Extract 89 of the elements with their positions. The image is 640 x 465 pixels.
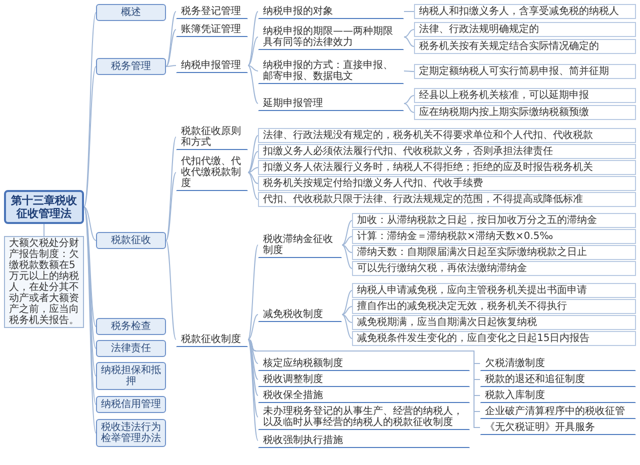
- branch-line: [248, 151, 258, 173]
- subtopic-label: 税收调整制度: [258, 372, 470, 387]
- branch-line: [404, 36, 414, 47]
- branch-line: [248, 135, 258, 173]
- note-box: 法律、行政法规明确规定的: [414, 22, 636, 37]
- main-topic: 税收违法行为检举管理办法: [96, 419, 166, 447]
- subtopic-label: 企业破产清算程序中的税收征管: [480, 404, 636, 419]
- note-box: 定期定额纳税人可实行简易申报、简并征期: [414, 64, 636, 79]
- branch-line: [342, 290, 352, 315]
- note-box: 大额欠税处分财产报告制度：欠缴税款数额在5万元以上的纳税人，在处分其不动产或者大额资产之前，应当向税务机关报告。: [4, 236, 84, 328]
- branch-line: [248, 11, 258, 66]
- note-box: 减免税条件发生变化的，应自变化之日起15日内报告: [352, 331, 636, 346]
- branch-line: [248, 65, 258, 104]
- branch-line: [166, 240, 176, 340]
- subtopic-label: 延期申报管理: [258, 96, 404, 111]
- branch-line: [248, 65, 258, 72]
- branch-line: [166, 172, 176, 241]
- branch-line: [404, 70, 414, 72]
- note-box: 代扣、代收税款只限于法律、行政法规规定的范围，不得提高或降低标准: [258, 192, 636, 207]
- note-box: 扣缴义务人必须依法履行代扣、代收税款义务，否则承担法律责任: [258, 144, 636, 159]
- branch-line: [248, 167, 258, 173]
- branch-line: [248, 339, 258, 364]
- note-box: 法律、行政法规没有规定的，税务机关不得要求单位和个人代扣、代收税款: [258, 128, 636, 143]
- subtopic-label: 纳税申报的期限——两种期限具有同等的法律效力: [258, 24, 404, 50]
- subtopic-label: 账簿凭证管理: [176, 22, 248, 37]
- subtopic-label: 税款征收原则和方式: [176, 124, 248, 150]
- note-box: 滞纳天数：自期限届满次日起至实际缴纳税款之日止: [352, 245, 636, 260]
- branch-line: [342, 314, 352, 323]
- branch-line: [248, 244, 258, 340]
- branch-line: [84, 206, 96, 241]
- note-box: 扣缴义务人依法履行义务时，纳税人不得拒绝；拒绝的应及时报告税务机关: [258, 160, 636, 175]
- note-box: 加收：从滞纳税款之日起，按日加收万分之五的滞纳金: [352, 213, 636, 228]
- subtopic-label: 减免税收制度: [258, 307, 342, 322]
- branch-line: [84, 206, 96, 327]
- main-topic: 税务检查: [96, 318, 166, 335]
- branch-line: [342, 314, 352, 339]
- branch-line: [248, 172, 258, 200]
- note-box: 纳税人和扣缴义务人，含享受减免税的纳税人: [414, 4, 636, 19]
- note-box: 纳税人申请减免税，应向主管税务机关提出书面申请: [352, 283, 636, 298]
- subtopic-label: 代扣代缴、代收代缴税款制度: [176, 154, 248, 191]
- subtopic-label: 纳税申报管理: [176, 58, 248, 73]
- main-topic: 纳税信用管理: [96, 396, 166, 413]
- subtopic-label: 欠税清缴制度: [480, 356, 636, 371]
- note-box: 减免税期满，应当自期满次日起恢复纳税: [352, 315, 636, 330]
- note-box: 税务机关按有关规定结合实际情况确定的: [414, 39, 636, 54]
- subtopic-label: 纳税申报的对象: [258, 4, 404, 19]
- subtopic-label: 税款入库制度: [480, 388, 636, 403]
- main-topic: 税务管理: [96, 58, 166, 75]
- branch-line: [342, 244, 352, 269]
- main-topic: 纳税担保和抵押: [96, 362, 166, 390]
- branch-line: [404, 103, 414, 113]
- branch-line: [166, 11, 176, 67]
- branch-line: [248, 36, 258, 66]
- main-topic: 概述: [96, 4, 166, 21]
- branch-line: [248, 172, 258, 184]
- branch-line: [342, 306, 352, 315]
- branch-line: [166, 29, 176, 67]
- branch-line: [404, 29, 414, 38]
- note-box: 税务机关按规定付给扣缴义务人代扣、代收手续费: [258, 176, 636, 191]
- subtopic-label: 核定应纳税额制度: [258, 356, 470, 371]
- branch-line: [342, 244, 352, 253]
- branch-line: [84, 206, 96, 349]
- subtopic-label: 税务登记管理: [176, 4, 248, 19]
- subtopic-label: 税收强制执行措施: [258, 433, 470, 448]
- branch-line: [248, 339, 480, 428]
- branch-line: [404, 11, 414, 12]
- subtopic-label: 未办理税务登记的从事生产、经营的纳税人，以及临时从事经营的纳税人的税款征收制度: [258, 404, 470, 430]
- branch-line: [248, 314, 258, 340]
- branch-line: [84, 12, 96, 208]
- note-box: 擅自作出的减免税决定无效，税务机关不得执行: [352, 299, 636, 314]
- subtopic-label: 《无欠税证明》开具服务: [480, 420, 636, 435]
- branch-line: [166, 136, 176, 241]
- branch-line: [342, 220, 352, 246]
- subtopic-label: 税款的退还和追征制度: [480, 372, 636, 387]
- subtopic-label: 税收保全措施: [258, 388, 470, 403]
- note-box: 计算：滞纳金＝滞纳税款×滞纳天数×0.5‰: [352, 229, 636, 244]
- branch-line: [342, 236, 352, 246]
- subtopic-label: 纳税申报的方式：直接申报、邮寄申报、数据电文: [258, 58, 404, 84]
- subtopic-label: 税收滞纳金征收制度: [258, 232, 342, 258]
- main-topic: 法律责任: [96, 340, 166, 357]
- note-box: 经县以上税务机关核准，可以延期申报: [414, 88, 636, 103]
- branch-line: [166, 65, 176, 67]
- main-topic: 税款征收: [96, 232, 166, 249]
- branch-line: [404, 95, 414, 104]
- subtopic-label: 税款征收制度: [176, 332, 248, 347]
- central-topic: 第十三章税收征收管理法: [4, 190, 84, 224]
- note-box: 可以先行缴纳欠税，再依法缴纳滞纳金: [352, 261, 636, 276]
- branch-line: [84, 66, 96, 208]
- note-box: 应在纳税期内按上期实际缴纳税额预缴: [414, 105, 636, 120]
